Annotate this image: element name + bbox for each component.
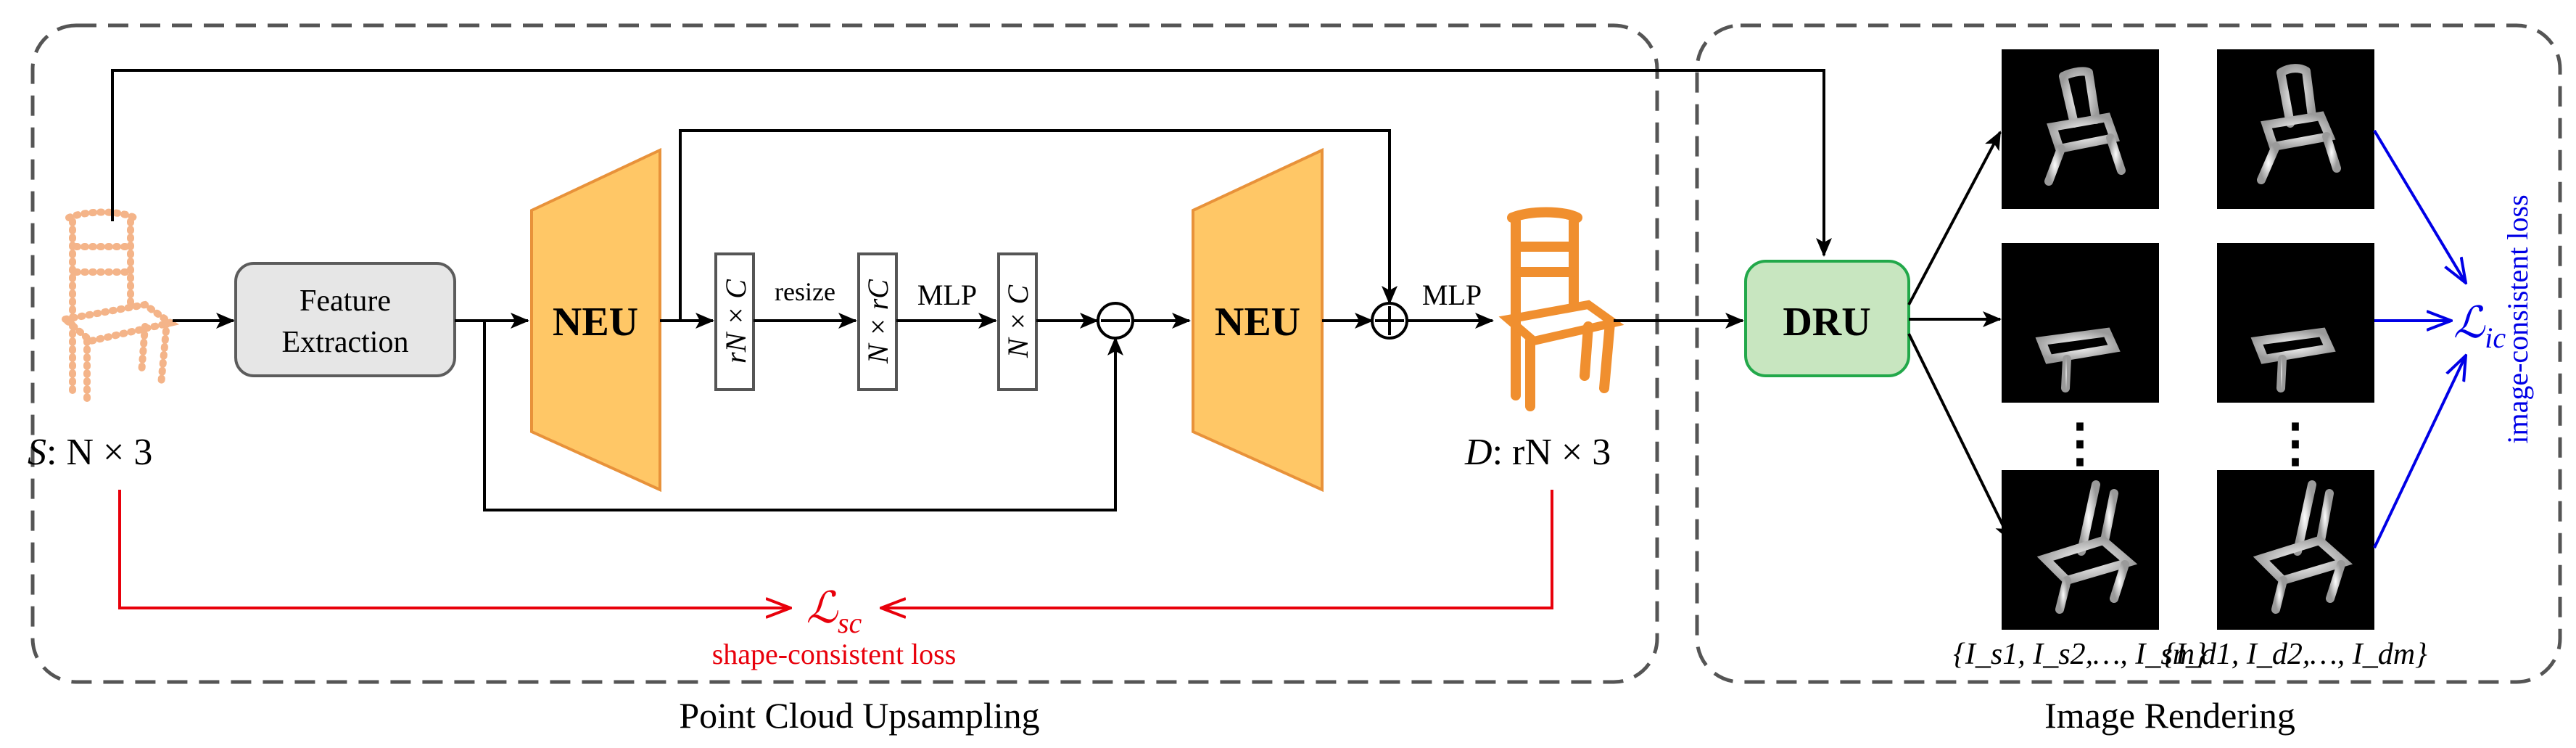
- output-label: D: rN × 3: [1464, 432, 1611, 473]
- sparse-images-label: {I_s1, I_s2,…, I_sm}: [1953, 638, 2207, 671]
- dru-to-top-image-arrow: [1907, 131, 2002, 305]
- subtract-node: [1097, 302, 1134, 340]
- neu1-skip-to-add: [679, 129, 1398, 321]
- dense-ellipsis: ⋮: [2269, 414, 2321, 472]
- ic-arrow-bottom: [2373, 355, 2466, 548]
- dense-rendered-images: ⋮: [2217, 49, 2374, 630]
- sparse-ellipsis: ⋮: [2054, 414, 2106, 472]
- input-point-cloud-chair: [57, 208, 179, 406]
- shape-label-n-rc: N × rC: [862, 279, 894, 364]
- feature-extraction-label-2: Extraction: [282, 326, 409, 359]
- sc-arrow-from-output: [881, 490, 1553, 608]
- feature-map-n-c: [997, 252, 1038, 391]
- sc-arrow-from-input: [118, 490, 790, 608]
- input-to-dru-skip: [111, 69, 1832, 257]
- feature-skip-to-subtract: [483, 321, 1123, 511]
- rendering-panel-title: Image Rendering: [2044, 695, 2295, 736]
- input-label: S: N × 3: [28, 432, 152, 473]
- dru-label: DRU: [1783, 300, 1870, 345]
- neu-label-1: NEU: [553, 300, 638, 345]
- add-node: [1371, 302, 1408, 340]
- neu-block-1: [530, 147, 661, 493]
- shape-label-n-c: N × C: [1002, 284, 1034, 359]
- feature-map-n-rc: [857, 252, 898, 391]
- loss-sc-symbol: ℒsc: [806, 584, 862, 639]
- resize-label: resize: [775, 277, 835, 306]
- sparse-rendered-images: ⋮: [2002, 49, 2159, 630]
- mlp-label-2: MLP: [1422, 279, 1482, 311]
- loss-ic-symbol: ℒic: [2453, 299, 2506, 354]
- upsampling-panel-title: Point Cloud Upsampling: [679, 695, 1039, 736]
- loss-ic-caption: image-consistent loss: [2501, 194, 2534, 443]
- neu-block-2: [1192, 147, 1324, 493]
- feature-extraction-label-1: Feature: [300, 284, 391, 318]
- neu-label-2: NEU: [1215, 300, 1300, 345]
- output-point-cloud-chair: [1498, 207, 1625, 411]
- dense-images-label: {I_d1, I_d2,…, I_dm}: [2163, 638, 2427, 671]
- upsampling-panel: [30, 23, 1659, 684]
- dru-to-bottom-image-arrow: [1907, 333, 2012, 542]
- ic-arrow-top: [2373, 129, 2466, 283]
- shape-label-rn-c: rN × C: [719, 279, 752, 363]
- mlp-label-1: MLP: [917, 279, 977, 311]
- loss-sc-caption: shape-consistent loss: [712, 638, 957, 670]
- rendering-panel: [1695, 23, 2562, 684]
